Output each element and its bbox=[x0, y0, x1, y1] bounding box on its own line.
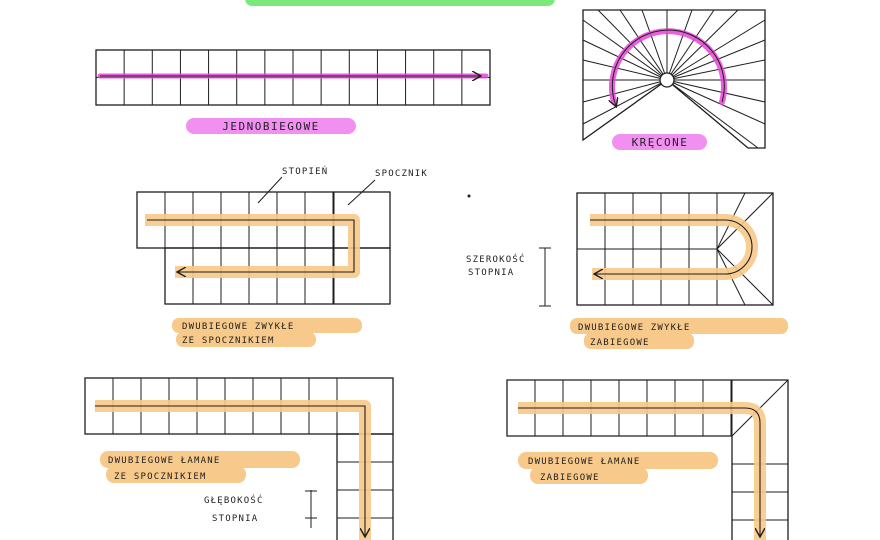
single-run-stair bbox=[95, 49, 491, 106]
spiral-direction-arrow bbox=[612, 29, 725, 106]
spiral-label-marker bbox=[612, 134, 707, 150]
spiral-label: KRĘCONE bbox=[632, 136, 689, 149]
l-winder-treads bbox=[534, 379, 789, 521]
spiral-tread bbox=[666, 79, 766, 103]
l-winder-stair bbox=[506, 379, 789, 540]
spiral-central-column bbox=[659, 72, 675, 88]
l-landing-outline-horizontal bbox=[84, 377, 394, 435]
step-width-annotation-1: SZEROKOŚĆ bbox=[466, 253, 526, 265]
l-landing-path-arrow bbox=[95, 405, 365, 536]
l-winder-label-1: DWUBIEGOWE ŁAMANE bbox=[528, 457, 641, 467]
l-winder-label-marker2 bbox=[530, 467, 648, 484]
two-run-winder-label-marker1 bbox=[570, 318, 788, 334]
spiral-tread bbox=[641, 9, 668, 81]
spiral-tread bbox=[666, 79, 759, 149]
spiral-tread bbox=[582, 59, 668, 81]
spiral-tread bbox=[666, 9, 715, 81]
two-run-landing-label-1: DWUBIEGOWE ZWYKŁE bbox=[182, 322, 295, 332]
step-depth-annotation-2: STOPNIA bbox=[212, 514, 258, 524]
single-run-label: JEDNOBIEGOWE bbox=[222, 120, 319, 133]
l-winder-path-arrow bbox=[518, 407, 760, 536]
l-winder-label-2: ZABIEGOWE bbox=[540, 473, 600, 483]
two-run-winder-stair bbox=[576, 192, 774, 306]
step-leader-line bbox=[257, 176, 283, 204]
step-depth-annotation-1: GŁĘBOKOŚĆ bbox=[204, 494, 264, 506]
spiral-stair bbox=[582, 9, 766, 149]
two-run-winder-label-marker2 bbox=[584, 333, 694, 349]
l-landing-label-2: ZE SPOCZNIKIEM bbox=[114, 472, 207, 482]
spiral-tread bbox=[582, 79, 668, 103]
top-marker-stroke bbox=[245, 0, 555, 6]
two-run-landing-label-marker1 bbox=[172, 318, 362, 333]
spiral-tread bbox=[666, 9, 693, 81]
spiral-tread bbox=[666, 59, 766, 81]
winder-tread bbox=[716, 248, 774, 306]
l-landing-label-1: DWUBIEGOWE ŁAMANE bbox=[108, 456, 221, 466]
spiral-outline bbox=[582, 9, 766, 149]
step-annotation: STOPIEŃ bbox=[282, 165, 328, 177]
landing-annotation: SPOCZNIK bbox=[375, 169, 428, 179]
two-run-landing-label-marker2 bbox=[176, 332, 316, 347]
single-run-label-marker bbox=[186, 118, 356, 134]
spiral-tread bbox=[582, 79, 668, 125]
two-run-winder-path-arrow bbox=[590, 219, 753, 274]
two-run-landing-label-2: ZE SPOCZNIKIEM bbox=[182, 336, 275, 346]
l-landing-label-marker2 bbox=[106, 466, 246, 483]
l-winder-label-marker1 bbox=[518, 452, 718, 469]
two-run-winder-label-1: DWUBIEGOWE ZWYKŁE bbox=[578, 323, 691, 333]
spiral-tread bbox=[619, 9, 668, 81]
step-width-annotation-2: STOPNIA bbox=[468, 268, 514, 278]
two-run-landing-stair bbox=[136, 191, 391, 305]
spiral-tread bbox=[582, 39, 668, 81]
spiral-tread bbox=[666, 19, 766, 81]
spiral-tread bbox=[666, 79, 766, 125]
l-landing-stair bbox=[84, 377, 394, 540]
two-run-winder-label-2: ZABIEGOWE bbox=[590, 338, 650, 348]
stray-dot bbox=[467, 194, 471, 198]
l-landing-label-marker1 bbox=[100, 451, 300, 468]
two-run-landing-path-arrow bbox=[147, 219, 355, 272]
two-run-winder-treads bbox=[577, 192, 774, 306]
